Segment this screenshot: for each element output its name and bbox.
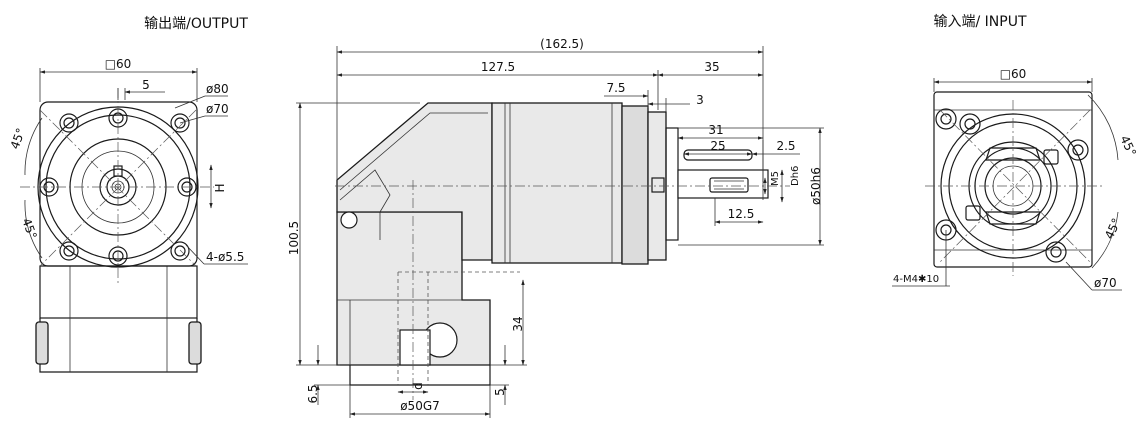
input-title: 输入端/ INPUT bbox=[933, 14, 1026, 30]
side-view: (162.5) 127.5 35 7.5 3 31 25 2.5 M5 Dh6 … bbox=[287, 37, 824, 418]
output-d70-label: ø70 bbox=[206, 102, 229, 116]
output-d80-label: ø80 bbox=[206, 82, 229, 96]
side-base-offset: 6.5 bbox=[306, 384, 320, 403]
output-angle-bottom: 45° bbox=[19, 216, 39, 241]
input-bolt-holes bbox=[935, 108, 1089, 263]
side-shaft-dia: Dh6 bbox=[790, 166, 801, 186]
side-thread-label: M5 bbox=[770, 171, 781, 186]
output-title: 输出端/OUTPUT bbox=[144, 16, 248, 32]
side-plug bbox=[340, 211, 358, 229]
input-holes-label: 4-M4✱10 bbox=[893, 274, 939, 285]
input-view: □60 45° 45° 4-M4✱10 ø70 bbox=[892, 67, 1139, 291]
input-pcd-label: ø70 bbox=[1094, 276, 1117, 290]
side-base-step: 5 bbox=[493, 388, 507, 396]
side-bore-label: d bbox=[411, 382, 425, 390]
side-flange-offset: 7.5 bbox=[606, 81, 625, 95]
side-flange bbox=[621, 105, 649, 265]
output-housing-lower bbox=[39, 265, 198, 319]
side-key-length: 25 bbox=[710, 139, 725, 153]
output-holes-label: 4-ø5.5 bbox=[206, 250, 244, 264]
side-body-length: 127.5 bbox=[481, 60, 515, 74]
output-side-boss-right bbox=[188, 321, 202, 365]
side-bore-height: 34 bbox=[511, 316, 525, 331]
input-angle-bottom: 45° bbox=[1102, 216, 1124, 241]
side-shaft bbox=[677, 169, 769, 199]
side-flange-step: 3 bbox=[696, 93, 704, 107]
output-view: □60 5 ø80 ø70 4-ø5.5 H 45° 45° bbox=[8, 57, 248, 373]
side-motor-body bbox=[491, 102, 623, 264]
side-shaft-length: 35 bbox=[704, 60, 719, 74]
input-angle-top: 45° bbox=[1117, 133, 1139, 158]
output-h-dim: H bbox=[213, 183, 227, 192]
side-key-end: 12.5 bbox=[728, 207, 755, 221]
side-height-dim: 100.5 bbox=[287, 221, 301, 255]
side-bore-dia: ø50G7 bbox=[400, 399, 440, 413]
side-key-offset: 2.5 bbox=[776, 139, 795, 153]
output-bolt-offset-dim: 5 bbox=[142, 78, 150, 92]
output-angle-top: 45° bbox=[8, 126, 28, 151]
input-square-dim: □60 bbox=[1000, 67, 1027, 81]
side-total-length: (162.5) bbox=[540, 37, 584, 51]
output-housing-base bbox=[39, 318, 198, 373]
side-shaft-span: 31 bbox=[708, 123, 723, 137]
side-spigot-dia: ø50h6 bbox=[809, 167, 823, 205]
output-side-boss-left bbox=[35, 321, 49, 365]
output-square-dim: □60 bbox=[105, 57, 132, 71]
